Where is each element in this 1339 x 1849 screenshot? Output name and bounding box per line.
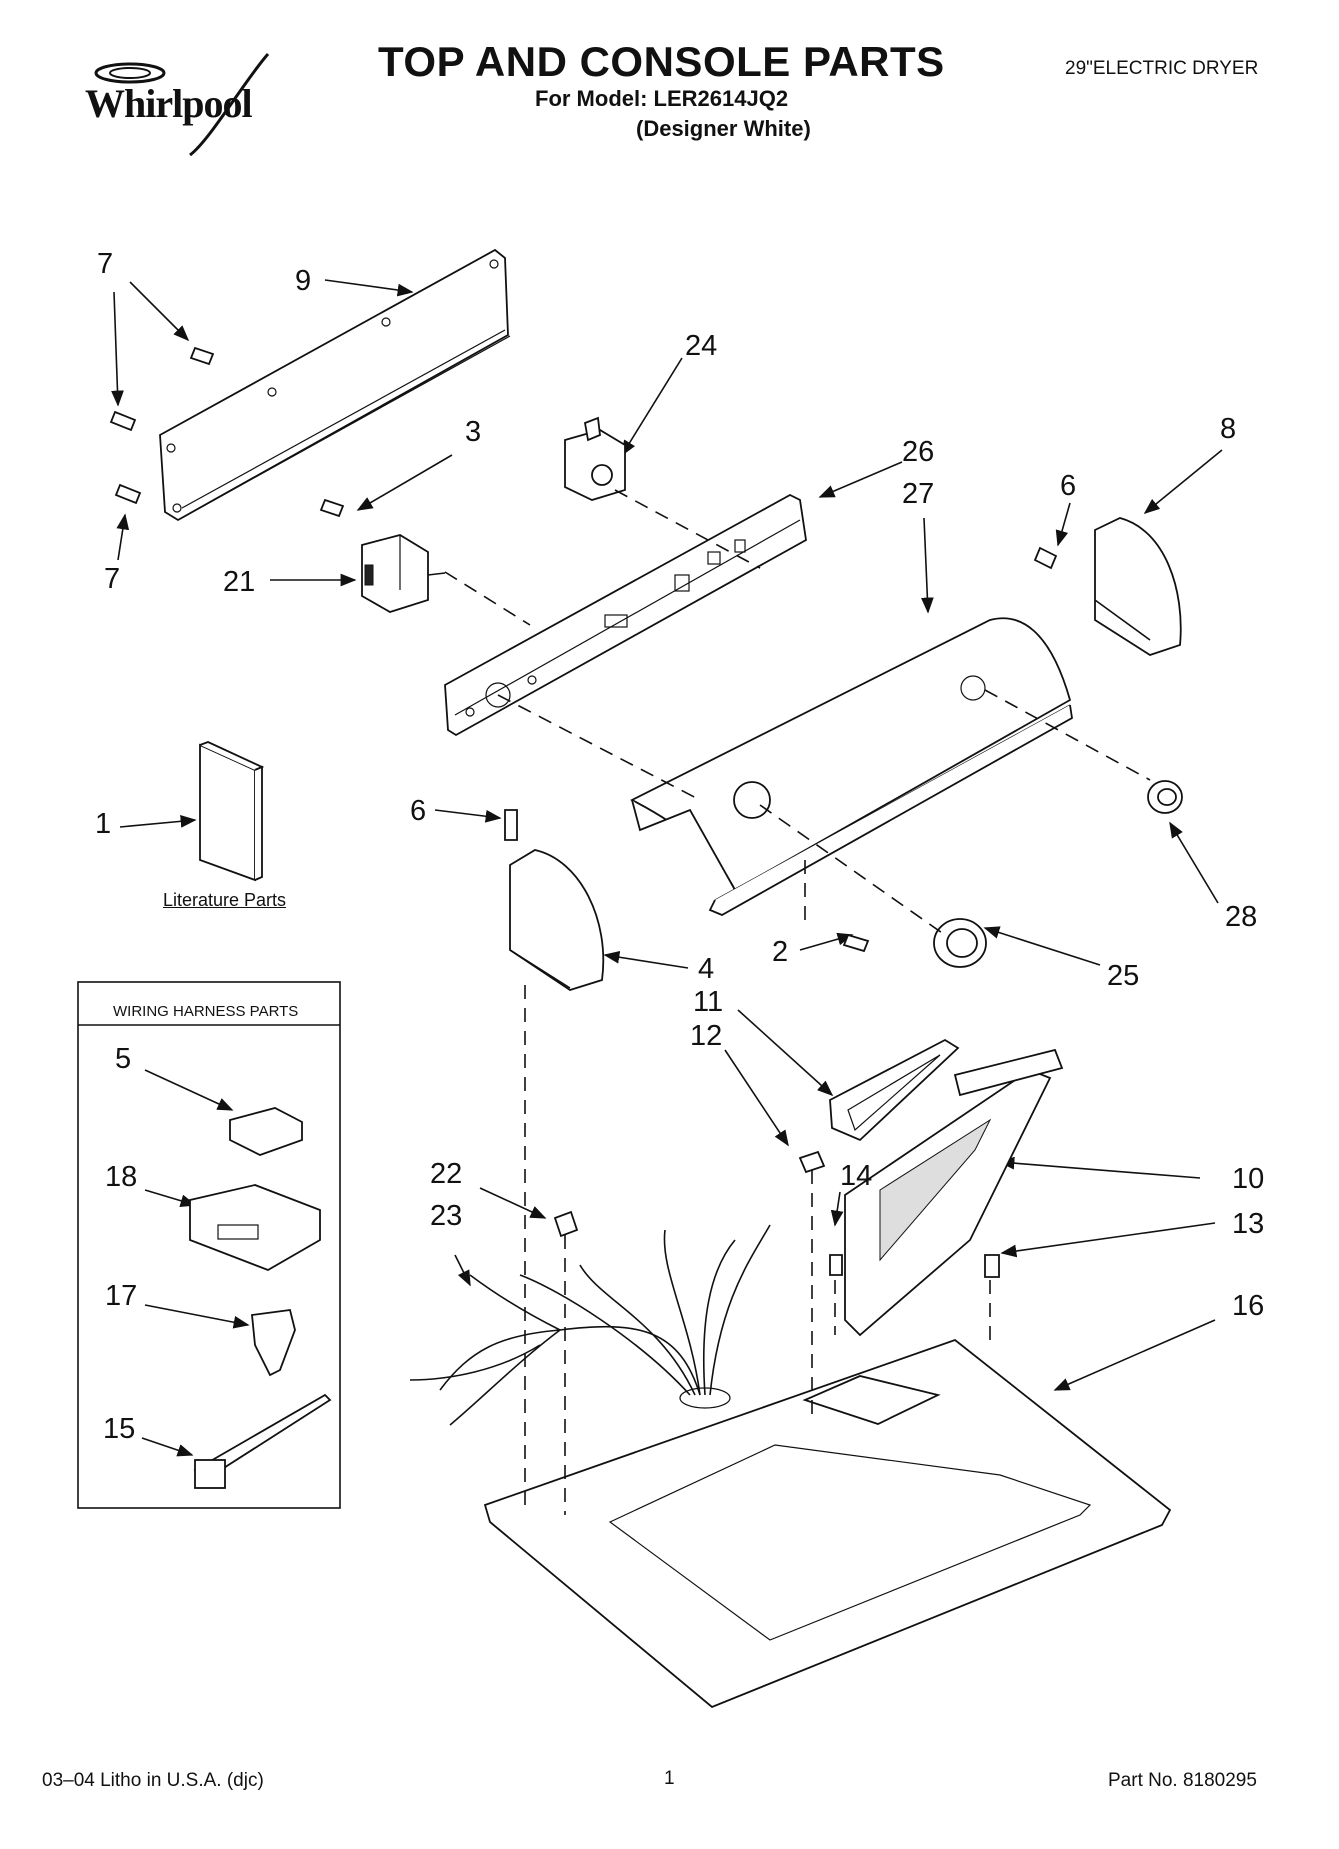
callout-8: 8 [1220, 413, 1237, 445]
callout-25: 25 [1107, 960, 1140, 992]
part-18-terminal-block [189, 1184, 321, 1271]
callout-10: 10 [1232, 1163, 1265, 1195]
literature-parts-label: Literature Parts [163, 890, 287, 910]
product-type: 29"ELECTRIC DRYER [1065, 58, 1259, 79]
part-25-knob [933, 918, 987, 968]
part-8-end-cap [1094, 517, 1182, 656]
callout-6-right: 6 [1060, 470, 1077, 502]
callout-23: 23 [430, 1200, 463, 1232]
part-15-tie [193, 1393, 332, 1489]
part-22-clip [553, 1210, 579, 1238]
callout-7-mid: 7 [104, 563, 121, 595]
part-21-switch [361, 534, 446, 613]
callout-15: 15 [103, 1413, 136, 1445]
callout-11: 11 [693, 986, 724, 1018]
callout-21: 21 [223, 566, 256, 598]
alignment-lines [444, 489, 1151, 1515]
part-24-timer [564, 416, 626, 501]
color-line: (Designer White) [636, 116, 811, 141]
callout-9: 9 [295, 265, 312, 297]
wiring-harness-box [77, 981, 341, 1509]
page-title: TOP AND CONSOLE PARTS [378, 38, 945, 85]
part-11-lint-screen [829, 1038, 960, 1142]
part-number: Part No. 8180295 [1108, 1770, 1257, 1791]
callout-18: 18 [105, 1161, 138, 1193]
part-28-knob [1147, 780, 1183, 814]
callout-12: 12 [690, 1020, 723, 1052]
part-14-screw [829, 1254, 843, 1276]
part-6-screw [1033, 546, 1058, 570]
model-line: For Model: LER2614JQ2 [535, 86, 789, 111]
callout-17: 17 [105, 1280, 138, 1312]
part-12-clip [798, 1150, 826, 1174]
part-13-screw [984, 1254, 1000, 1278]
part-10-duct-cover [844, 1048, 1064, 1337]
callout-22: 22 [430, 1158, 463, 1190]
part-17-clip [251, 1309, 296, 1377]
callout-13: 13 [1232, 1208, 1265, 1240]
part-2-screw [842, 933, 870, 953]
page-number: 1 [664, 1768, 675, 1789]
part-27-console-panel [630, 617, 1073, 916]
part-1-literature [199, 741, 265, 882]
callout-27: 27 [902, 478, 935, 510]
callout-24: 24 [685, 330, 718, 362]
part-4-end-cap [509, 849, 605, 991]
callout-26: 26 [902, 436, 935, 468]
callout-14: 14 [840, 1160, 873, 1192]
callout-5: 5 [115, 1043, 132, 1075]
brand-name: Whirlpool [85, 81, 253, 126]
litho-note: 03–04 Litho in U.S.A. (djc) [42, 1770, 264, 1791]
callout-3: 3 [465, 416, 482, 448]
callout-1: 1 [95, 808, 112, 840]
part-16-top [483, 1338, 1172, 1709]
part-5-connector [229, 1107, 303, 1156]
callout-2: 2 [772, 936, 789, 968]
callout-4: 4 [698, 953, 715, 985]
part-6-screw-lower [504, 809, 518, 841]
part-23-harness [409, 1224, 771, 1426]
wiring-harness-title: WIRING HARNESS PARTS [113, 1003, 299, 1020]
swirl-logo-icon [94, 53, 270, 157]
callout-6-left: 6 [410, 795, 427, 827]
callout-7-top: 7 [97, 248, 114, 280]
part-7-screws [109, 346, 345, 518]
callout-28: 28 [1225, 901, 1258, 933]
part-26-console-rail [444, 493, 807, 737]
part-9-bracket [159, 248, 511, 522]
brand-logo: Whirlpool [70, 40, 310, 160]
callout-16: 16 [1232, 1290, 1265, 1322]
